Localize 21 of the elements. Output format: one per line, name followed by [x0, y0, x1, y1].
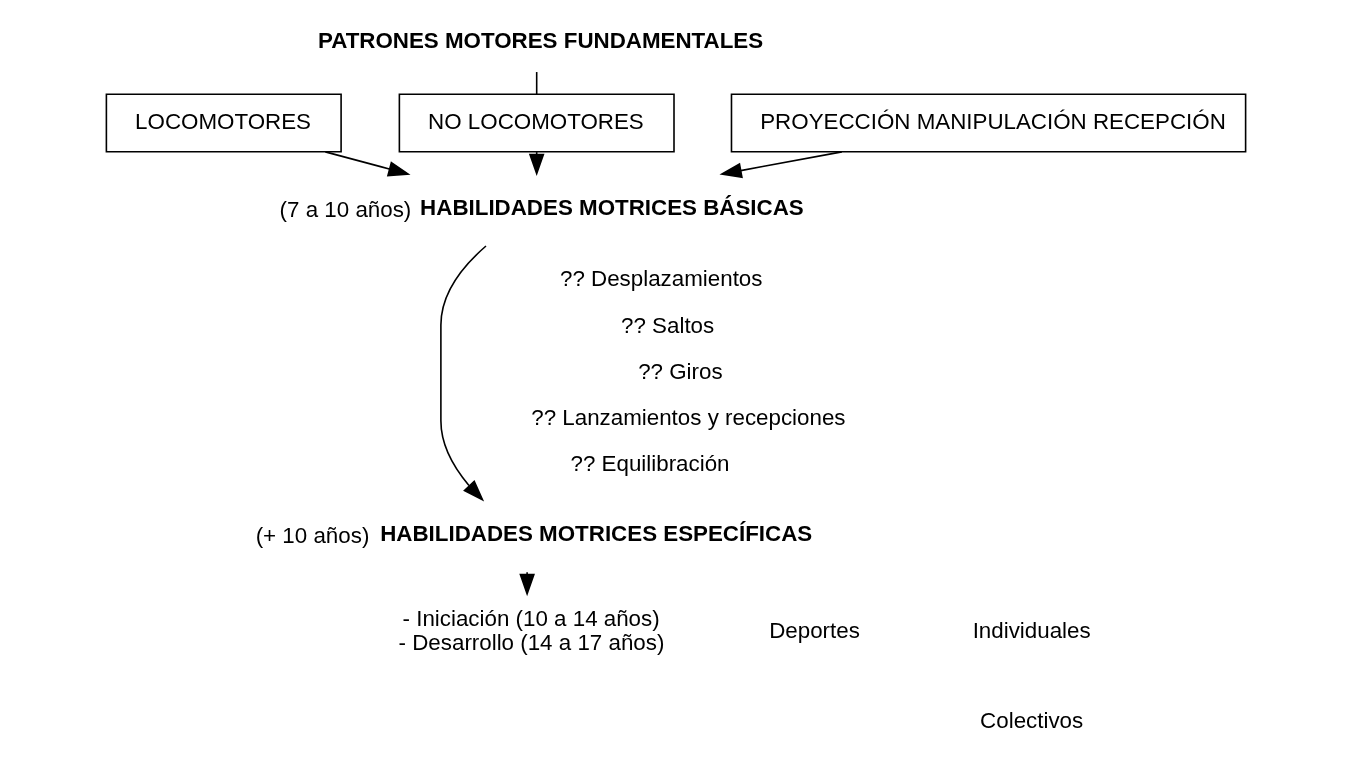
label: Colectivos [980, 707, 1084, 733]
label: ?? Equilibración [570, 451, 730, 477]
arrow [519, 571, 535, 597]
node-label: (7 a 10 años) [279, 196, 412, 222]
label: ?? Giros [638, 358, 723, 384]
node-text: PATRONES MOTORES FUNDAMENTALES [317, 27, 764, 53]
node-box: LOCOMOTORES [105, 93, 342, 153]
label: ?? Desplazamientos [560, 266, 763, 292]
label: Individuales [972, 618, 1091, 644]
label: ?? Lanzamientos y recepciones [531, 405, 846, 431]
label: ?? Saltos [621, 312, 715, 338]
label: Deportes [769, 618, 860, 644]
node-text: HABILIDADES MOTRICES ESPECÍFICAS [380, 520, 813, 546]
arrow [440, 245, 487, 502]
node-label: (+ 10 años) [255, 522, 370, 548]
arrow [324, 151, 411, 177]
node-box: PROYECCIÓN MANIPULACIÓN RECEPCIÓN [730, 93, 1247, 153]
node-text: - Iniciación (10 a 14 años) - Desarrollo (14 a 17 años) [398, 606, 665, 656]
connector [535, 71, 538, 96]
node-text: HABILIDADES MOTRICES BÁSICAS [420, 195, 804, 221]
arrow [719, 151, 843, 179]
